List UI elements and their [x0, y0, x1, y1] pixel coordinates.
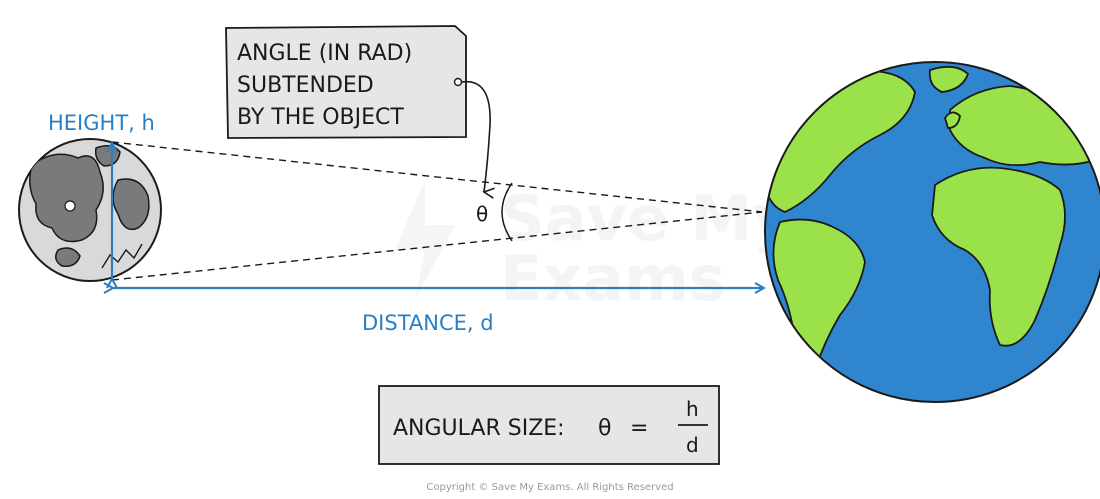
watermark-line1: Save My [500, 182, 793, 255]
earth [764, 61, 1100, 403]
callout-line-1: ANGLE (IN RAD) [237, 41, 412, 66]
formula-numerator: h [686, 397, 699, 421]
earth-greenland [928, 65, 970, 93]
earth-uk [944, 111, 961, 129]
moon-crater-large [29, 153, 104, 243]
callout-box: ANGLE (IN RAD) SUBTENDED BY THE OBJECT [225, 25, 467, 139]
sight-lines [111, 141, 763, 281]
callout-pointer [461, 80, 495, 199]
formula-box: ANGULAR SIZE: θ = h d [378, 385, 720, 465]
moon-crater-bottom [55, 247, 81, 268]
copyright-text: Copyright © Save My Exams. All Rights Re… [426, 482, 673, 493]
moon [18, 138, 162, 282]
callout-line-2: SUBTENDED [237, 73, 374, 98]
sight-line-bottom [111, 211, 763, 281]
watermark: Save My Exams [395, 180, 793, 315]
height-label: HEIGHT, h [48, 111, 155, 135]
theta-label: θ [476, 202, 488, 226]
callout-line-3: BY THE OBJECT [237, 105, 404, 130]
watermark-logo-icon [395, 180, 455, 300]
watermark-line2: Exams [500, 242, 726, 315]
formula-equals: = [630, 416, 648, 441]
callout-pin [453, 77, 463, 87]
earth-europe [949, 85, 1096, 167]
formula-theta: θ [598, 416, 611, 441]
sight-line-top [111, 141, 763, 213]
formula-prefix: ANGULAR SIZE: [393, 416, 565, 441]
earth-africa [931, 166, 1066, 347]
distance-label: DISTANCE, d [362, 311, 494, 335]
formula-denominator: d [686, 433, 699, 457]
angle-arc [501, 182, 513, 242]
